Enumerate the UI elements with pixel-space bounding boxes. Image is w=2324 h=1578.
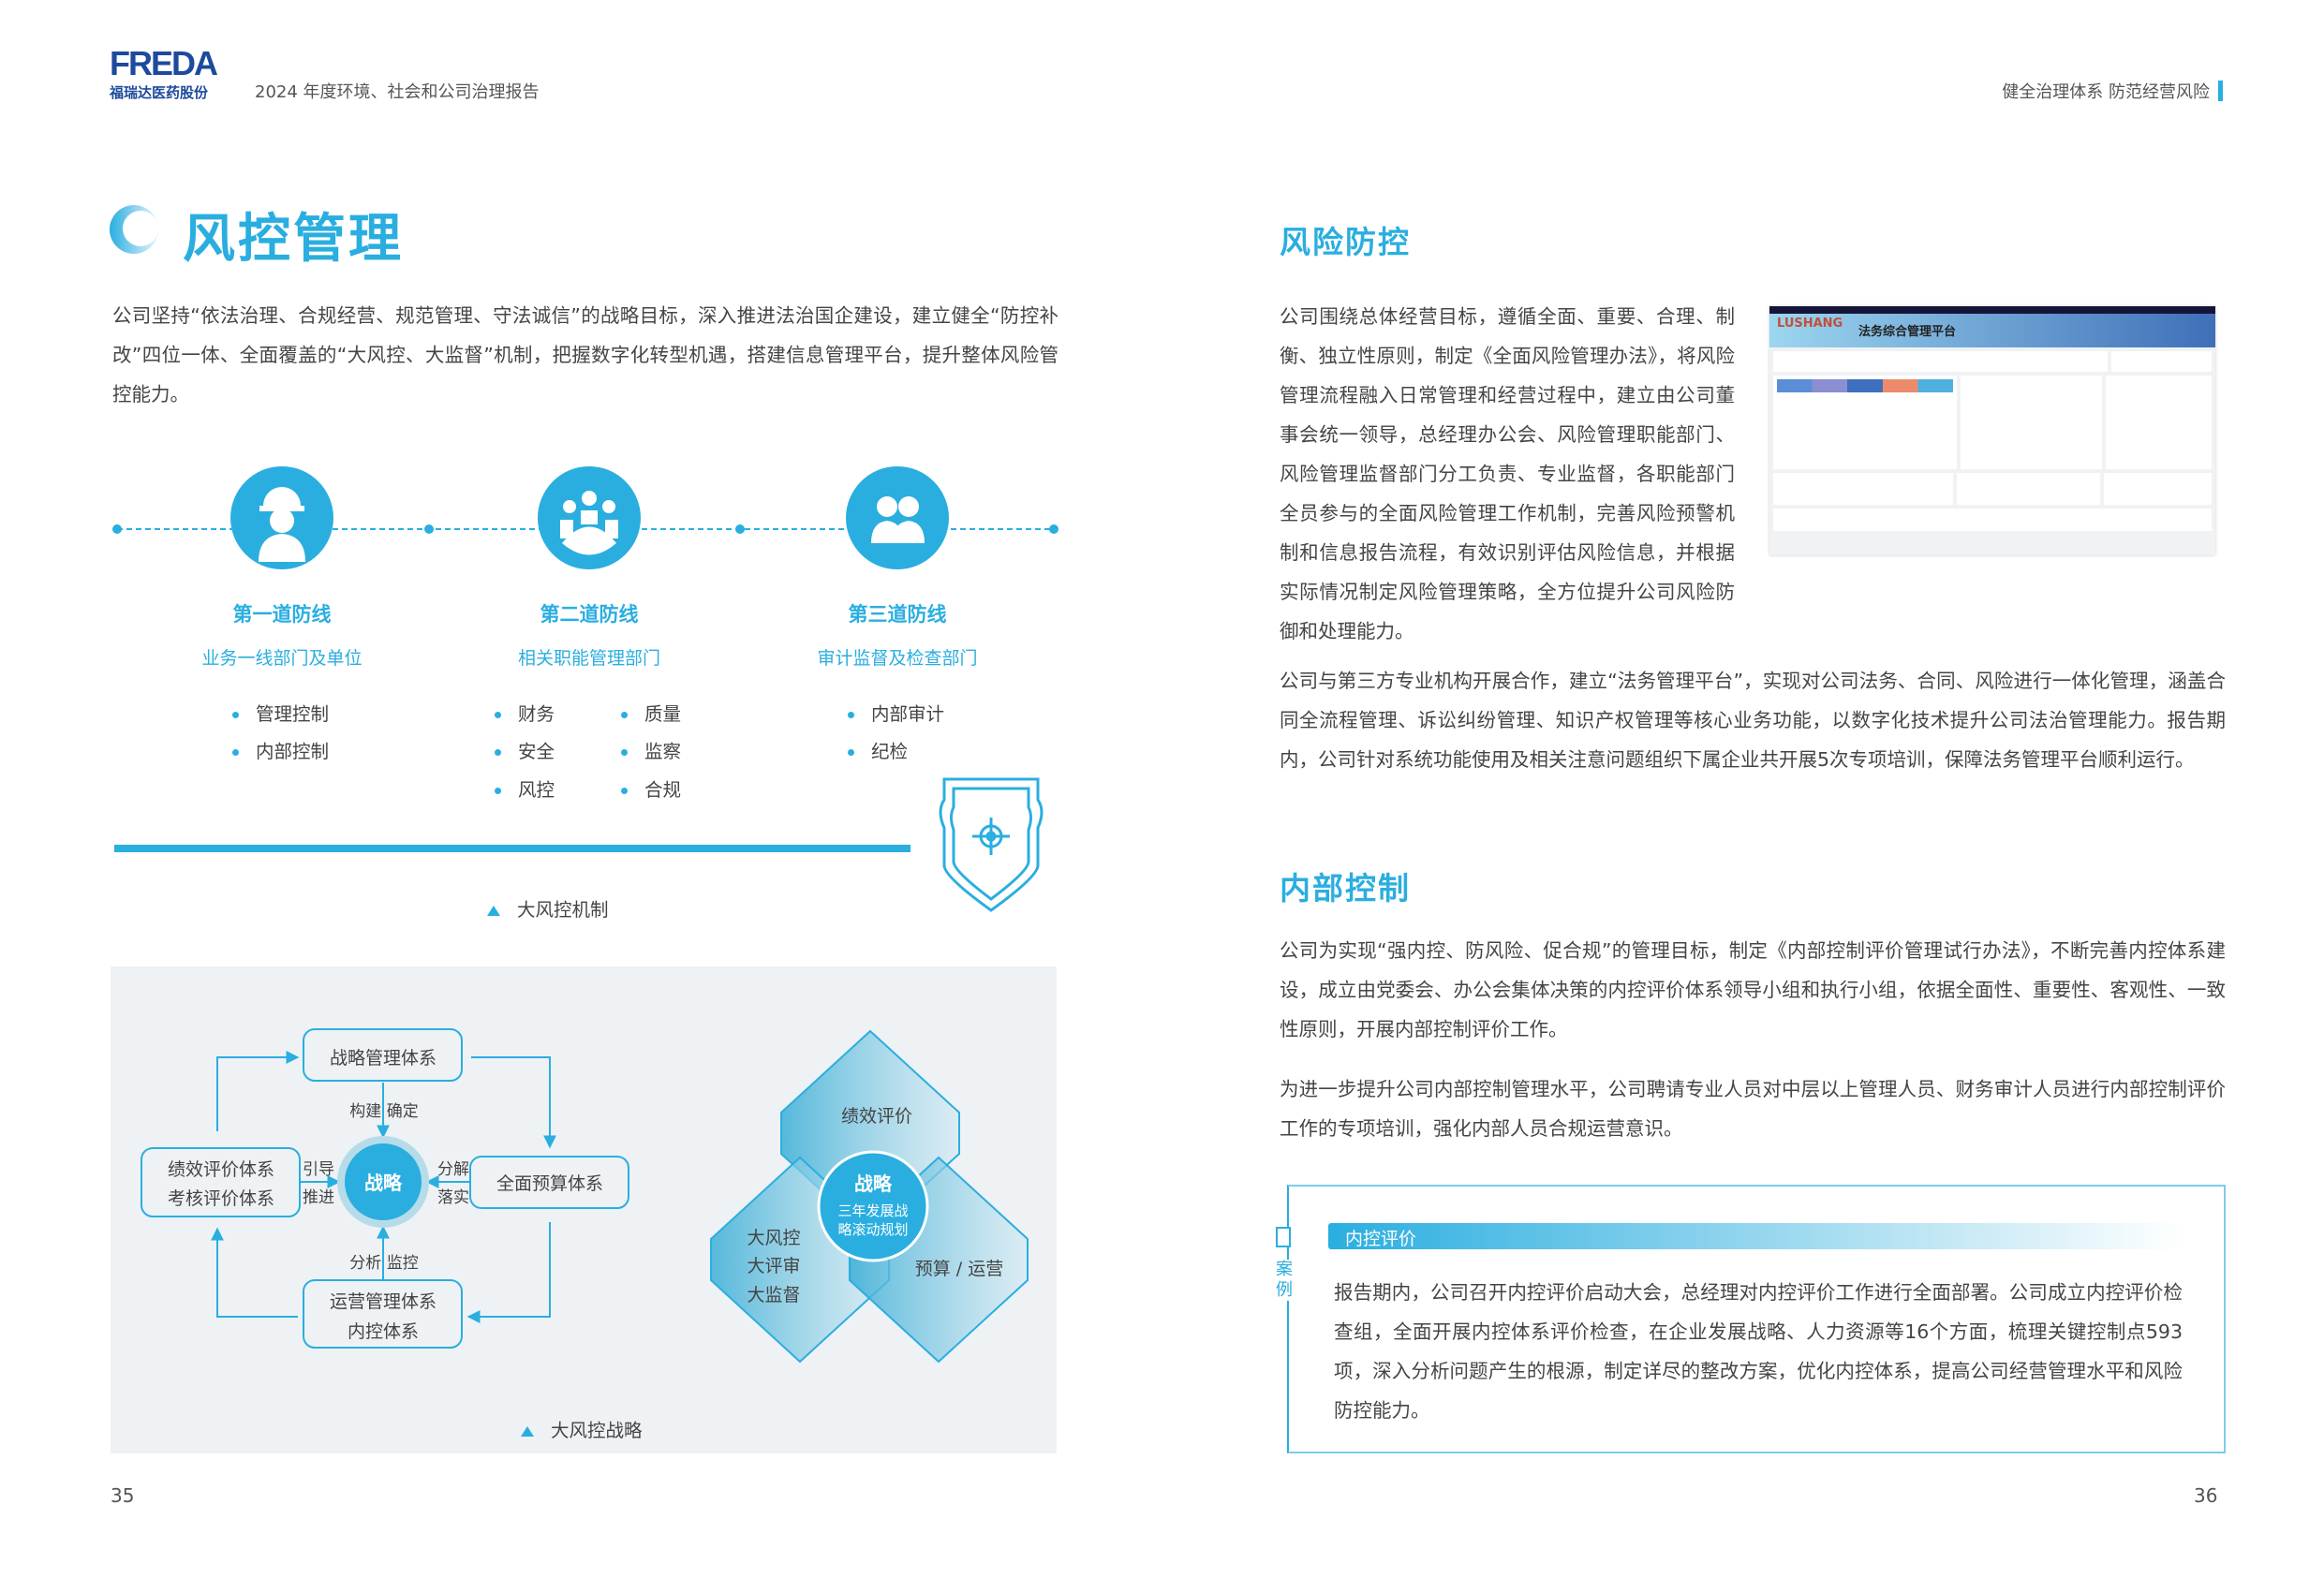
line1-item: 内部控制 bbox=[232, 736, 329, 763]
figure-caption: 大风控战略 bbox=[521, 1415, 643, 1442]
hex-center-title: 战略 bbox=[854, 1172, 893, 1195]
company-logo: FREDA 福瑞达医药股份 bbox=[110, 45, 227, 103]
line1-subtitle: 业务一线部门及单位 bbox=[201, 648, 363, 669]
page-number-left: 35 bbox=[111, 1484, 135, 1507]
line2-title: 第二道防线 bbox=[540, 603, 639, 626]
line2-subtitle: 相关职能管理部门 bbox=[517, 648, 660, 669]
hex-left-label: 大风控 bbox=[747, 1228, 800, 1248]
line3-item: 内部审计 bbox=[848, 699, 944, 726]
shield-icon bbox=[939, 777, 1044, 912]
hex-center-sub: 略滚动规划 bbox=[837, 1221, 908, 1238]
line3-title: 第三道防线 bbox=[848, 603, 947, 626]
page-number-right: 36 bbox=[2194, 1484, 2218, 1507]
label-guide: 引导 bbox=[303, 1160, 334, 1179]
line2-item: 安全 bbox=[495, 736, 555, 763]
case-box bbox=[1287, 1185, 2226, 1453]
intro-paragraph: 公司坚持“依法治理、合规经营、规范管理、守法诚信”的战略目标，深入推进法治国企建… bbox=[112, 304, 1058, 406]
strategy-mgmt-box: 战略管理体系 bbox=[330, 1048, 437, 1069]
case-title-bar: 内控评价 bbox=[1328, 1223, 2183, 1249]
performance-box-line2: 考核评价体系 bbox=[168, 1188, 274, 1209]
line2-item: 财务 bbox=[495, 699, 555, 726]
worker-icon bbox=[230, 466, 333, 569]
strategy-diagram: 战略管理体系 绩效评价体系 考核评价体系 全面预算体系 运营管理体系 内控体系 … bbox=[141, 1028, 1029, 1364]
line2-item: 监察 bbox=[621, 736, 681, 763]
line1-item: 管理控制 bbox=[232, 699, 329, 726]
case-text: 报告期内，公司召开内控评价启动大会，总经理对内控评价工作进行全面部署。公司成立内… bbox=[1334, 1281, 2183, 1422]
label-promote: 推进 bbox=[303, 1188, 334, 1207]
line3-subtitle: 审计监督及检查部门 bbox=[817, 648, 978, 669]
label-analyze: 分析 监控 bbox=[349, 1254, 418, 1273]
case-tag: 案例 bbox=[1276, 1260, 1296, 1301]
section-title: 健全治理体系 防范经营风险 bbox=[2002, 82, 2210, 102]
risk-paragraph-1: 公司围绕总体经营目标，遵循全面、重要、合理、制衡、独立性原则，制定《全面风险管理… bbox=[1280, 305, 1735, 642]
hex-center-sub: 三年发展战 bbox=[837, 1202, 908, 1219]
section-marker bbox=[2218, 81, 2223, 101]
logo-wordmark: FREDA bbox=[110, 44, 218, 82]
report-title: 2024 年度环境、社会和公司治理报告 bbox=[255, 82, 540, 102]
internal-control-heading: 内部控制 bbox=[1280, 870, 1411, 907]
legal-platform-screenshot: LUSHANG 法务综合管理平台 bbox=[1769, 306, 2215, 555]
team-icon bbox=[538, 466, 641, 569]
budget-box: 全面预算体系 bbox=[496, 1173, 603, 1194]
hex-left-label: 大评审 bbox=[747, 1256, 800, 1276]
label-implement: 落实 bbox=[437, 1188, 469, 1207]
hex-left-label: 大监督 bbox=[747, 1285, 800, 1305]
line2-item: 合规 bbox=[621, 774, 681, 802]
title-icon bbox=[110, 205, 158, 254]
platform-title: 法务综合管理平台 bbox=[1858, 325, 1957, 339]
performance-box-line1: 绩效评价体系 bbox=[168, 1159, 274, 1180]
hex-right-label: 预算 / 运营 bbox=[915, 1259, 1003, 1279]
figure-caption: 大风控机制 bbox=[487, 894, 609, 922]
internal-control-paragraph-1: 公司为实现“强内控、防风险、促合规”的管理目标，制定《内部控制评价管理试行办法》… bbox=[1280, 939, 2226, 1040]
label-build: 构建 确定 bbox=[349, 1102, 418, 1121]
label-decompose: 分解 bbox=[437, 1160, 469, 1179]
internal-control-paragraph-2: 为进一步提升公司内部控制管理水平，公司聘请专业人员对中层以上管理人员、财务审计人… bbox=[1280, 1078, 2226, 1140]
risk-heading: 风险防控 bbox=[1280, 224, 1411, 260]
operations-box-line2: 内控体系 bbox=[348, 1321, 419, 1342]
risk-paragraph-2: 公司与第三方专业机构开展合作，建立“法务管理平台”，实现对公司法务、合同、风险进… bbox=[1280, 670, 2226, 771]
line3-item: 纪检 bbox=[848, 736, 908, 763]
page-title: 风控管理 bbox=[183, 209, 404, 270]
audit-group-icon bbox=[846, 466, 949, 569]
defense-lines-diagram bbox=[112, 466, 1058, 912]
line2-item: 质量 bbox=[621, 699, 681, 726]
case-title: 内控评价 bbox=[1345, 1229, 1417, 1249]
strategy-center: 战略 bbox=[364, 1172, 403, 1194]
line1-title: 第一道防线 bbox=[232, 603, 332, 626]
logo-subtext: 福瑞达医药股份 bbox=[110, 84, 209, 101]
line2-item: 风控 bbox=[495, 774, 555, 802]
platform-brand: LUSHANG bbox=[1777, 317, 1843, 331]
operations-box-line1: 运营管理体系 bbox=[330, 1291, 437, 1312]
hex-top-label: 绩效评价 bbox=[841, 1106, 912, 1127]
case-doc-icon bbox=[1276, 1227, 1291, 1247]
